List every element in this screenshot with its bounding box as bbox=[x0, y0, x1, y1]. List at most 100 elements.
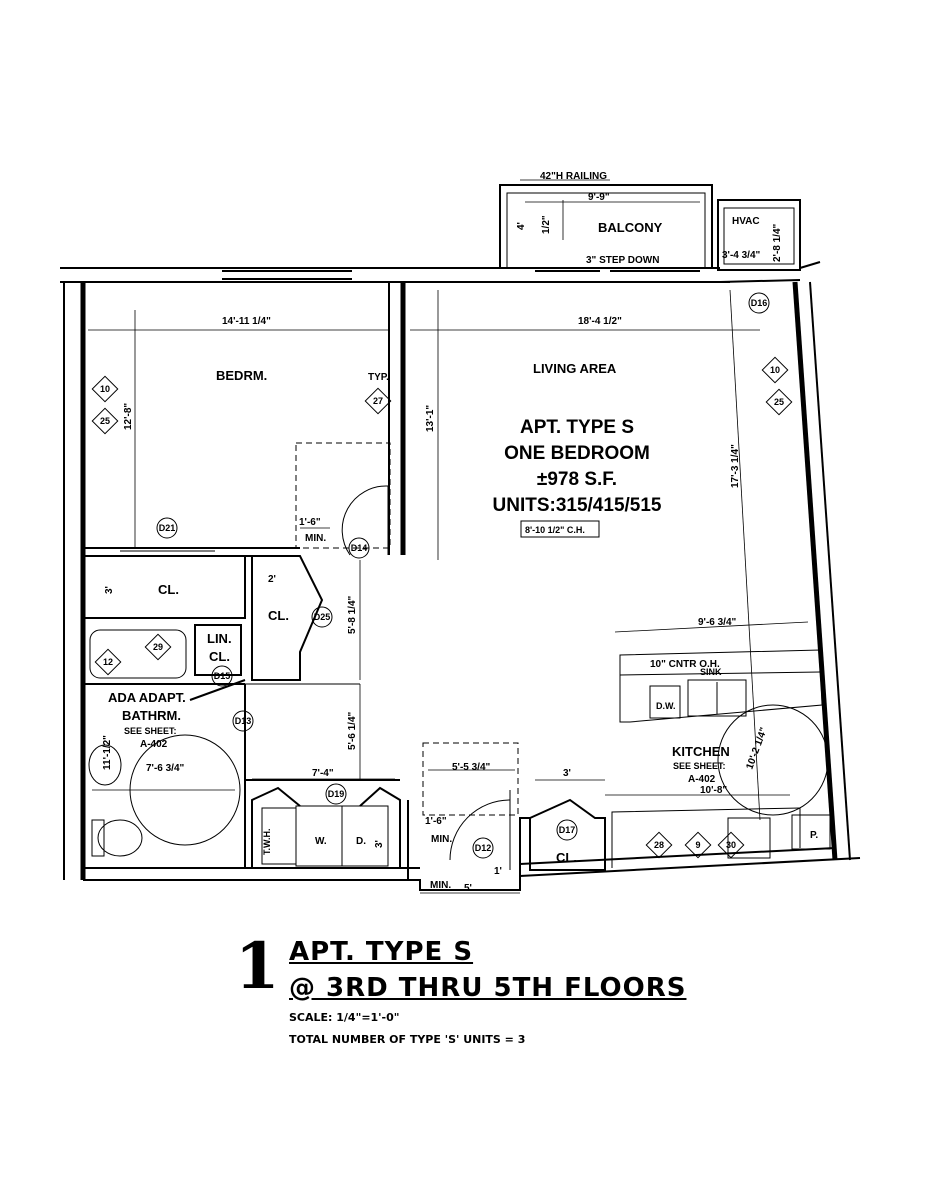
bath-see-sheet: SEE SHEET: bbox=[124, 726, 177, 736]
units-label: UNITS:315/415/515 bbox=[493, 495, 662, 516]
kitchen-sheet-ref: A-402 bbox=[688, 774, 716, 785]
closet-1-dim: 3' bbox=[104, 586, 115, 594]
svg-text:10: 10 bbox=[100, 384, 110, 394]
water-heater-label: T.W.H. bbox=[262, 829, 272, 856]
svg-text:D21: D21 bbox=[159, 523, 176, 533]
scale-label: SCALE: 1/4"=1'-0" bbox=[289, 1011, 400, 1024]
svg-text:D14: D14 bbox=[351, 543, 368, 553]
hvac-label: HVAC bbox=[732, 216, 760, 227]
balcony-depth2-dim: 1/2" bbox=[541, 215, 552, 234]
pantry-label: P. bbox=[810, 830, 818, 841]
laundry: T.W.H. W. D. 3' 7'-4" bbox=[245, 768, 401, 868]
drawing-subtitle: @ 3RD THRU 5TH FLOORS bbox=[289, 973, 687, 1003]
typ-label: TYP. bbox=[368, 372, 389, 383]
balcony-railing-label: 42"H RAILING bbox=[540, 171, 607, 182]
living-right-depth-dim: 17'-3 1/4" bbox=[730, 444, 741, 488]
svg-text:D16: D16 bbox=[751, 298, 768, 308]
door-tag: D12 bbox=[472, 837, 494, 859]
laundry-width-dim: 7'-4" bbox=[312, 768, 334, 779]
hall-entry: 5'-8 1/4" 5'-6 1/4" 5'-5 3/4" 5' 1'-6" M… bbox=[245, 560, 530, 894]
keynote-tag: 10 bbox=[761, 356, 789, 384]
svg-text:D15: D15 bbox=[214, 671, 231, 681]
svg-text:9: 9 bbox=[695, 840, 700, 850]
keynote-tag: 29 bbox=[144, 633, 172, 661]
bath-sheet-ref: A-402 bbox=[140, 739, 168, 750]
balcony: 42"H RAILING 9'-9" BALCONY 3" STEP DOWN … bbox=[499, 171, 713, 268]
svg-text:30: 30 bbox=[726, 840, 736, 850]
entry-dim: 5' bbox=[464, 883, 472, 894]
kitchen-side-dim: 10'-2 1/4" bbox=[744, 726, 769, 771]
floor-plan-drawing: 42"H RAILING 9'-9" BALCONY 3" STEP DOWN … bbox=[60, 171, 861, 894]
balcony-label: BALCONY bbox=[598, 220, 663, 235]
bedroom-width-dim: 14'-11 1/4" bbox=[222, 316, 271, 327]
living-area: 18'-4 1/2" 13'-1" 17'-3 1/4" LIVING AREA… bbox=[410, 289, 761, 821]
keynote-tag: 25 bbox=[91, 407, 119, 435]
svg-text:D25: D25 bbox=[314, 612, 331, 622]
bath-width-dim: 7'-6 3/4" bbox=[146, 763, 185, 774]
svg-text:10: 10 bbox=[770, 365, 780, 375]
door-tags: D21 D14 D25 D15 D13 D19 D12 D17 D16 bbox=[156, 292, 770, 859]
door-tag: D15 bbox=[211, 665, 233, 687]
svg-text:29: 29 bbox=[153, 642, 163, 652]
bedroom: 14'-11 1/4" 12'-8" BEDRM. TYP. 1'-6" MIN… bbox=[83, 282, 406, 557]
keynote-tag: 10 bbox=[91, 375, 119, 403]
keynote-tag: 9 bbox=[684, 831, 712, 859]
entry-width-dim: 5'-5 3/4" bbox=[452, 762, 491, 773]
door-tag: D25 bbox=[311, 606, 333, 628]
svg-text:28: 28 bbox=[654, 840, 664, 850]
kitchen-see-sheet: SEE SHEET: bbox=[673, 761, 726, 771]
step-down-label: 3" STEP DOWN bbox=[586, 255, 659, 266]
closets: CL. 3' CL. 2' LIN. CL. CL. 3' bbox=[82, 555, 606, 871]
balcony-width-dim: 9'-9" bbox=[588, 192, 610, 203]
door-tag: D16 bbox=[748, 292, 770, 314]
living-width-dim: 18'-4 1/2" bbox=[578, 316, 622, 327]
area-label: ±978 S.F. bbox=[537, 469, 617, 490]
closet-3-dim: 3' bbox=[563, 768, 571, 779]
linen-closet-label-2: CL. bbox=[209, 649, 230, 664]
dishwasher-label: D.W. bbox=[656, 701, 676, 711]
bath-small-dim: 11'-1/2" bbox=[102, 735, 113, 770]
closet-2-label: CL. bbox=[268, 608, 289, 623]
kitchen-bottom-dim: 10'-8" bbox=[700, 785, 727, 796]
keynote-tag: 27 bbox=[364, 387, 392, 415]
entry-clearance-dim: 1'-6" bbox=[425, 816, 447, 827]
door-tag: D21 bbox=[156, 517, 178, 539]
svg-text:D17: D17 bbox=[559, 825, 576, 835]
door-tag: D19 bbox=[325, 783, 347, 805]
bath-label-2: BATHRM. bbox=[122, 708, 181, 723]
door-tag: D17 bbox=[556, 819, 578, 841]
door-tag: D13 bbox=[232, 710, 254, 732]
dryer-label: D. bbox=[356, 836, 366, 847]
bedroom-depth-dim: 12'-8" bbox=[123, 403, 134, 430]
entry-small-dim: 1' bbox=[494, 866, 502, 877]
hvac-closet: HVAC 3'-4 3/4" 2'-8 1/4" bbox=[717, 199, 801, 271]
dryer-dim: 3' bbox=[374, 840, 385, 848]
exterior-walls bbox=[60, 261, 861, 881]
drawing-title: APT. TYPE S bbox=[289, 937, 474, 967]
linen-closet-label-1: LIN. bbox=[207, 631, 232, 646]
balcony-depth-dim: 4' bbox=[516, 222, 527, 230]
closet-2-dim: 2' bbox=[268, 574, 276, 585]
keynote-tag: 28 bbox=[645, 831, 673, 859]
bedroom-door-clearance-dim: 1'-6" bbox=[299, 517, 321, 528]
hvac-width-dim: 3'-4 3/4" bbox=[722, 250, 761, 261]
apt-type-label: APT. TYPE S bbox=[520, 417, 634, 438]
washer-label: W. bbox=[315, 836, 327, 847]
living-depth-dim: 13'-1" bbox=[425, 405, 436, 432]
bath-label-1: ADA ADAPT. bbox=[108, 690, 186, 705]
closet-1-label: CL. bbox=[158, 582, 179, 597]
bathroom: ADA ADAPT. BATHRM. SEE SHEET: A-402 7'-6… bbox=[83, 629, 246, 868]
hall-dim-2: 5'-6 1/4" bbox=[347, 711, 358, 750]
kitchen: 9'-6 3/4" 10" CNTR O.H. SINK D.W. KITCHE… bbox=[605, 617, 831, 868]
counter-overhang-label: 10" CNTR O.H. bbox=[650, 659, 720, 670]
living-area-label: LIVING AREA bbox=[533, 361, 617, 376]
sink-label: SINK bbox=[700, 667, 722, 677]
hvac-height-dim: 2'-8 1/4" bbox=[772, 223, 783, 262]
svg-text:12: 12 bbox=[103, 657, 113, 667]
door-tag: D14 bbox=[348, 537, 370, 559]
kitchen-label: KITCHEN bbox=[672, 744, 730, 759]
svg-text:25: 25 bbox=[774, 397, 784, 407]
drawing-number: 1 bbox=[235, 929, 280, 1004]
svg-text:D12: D12 bbox=[475, 843, 492, 853]
bedroom-label: BEDRM. bbox=[216, 368, 267, 383]
